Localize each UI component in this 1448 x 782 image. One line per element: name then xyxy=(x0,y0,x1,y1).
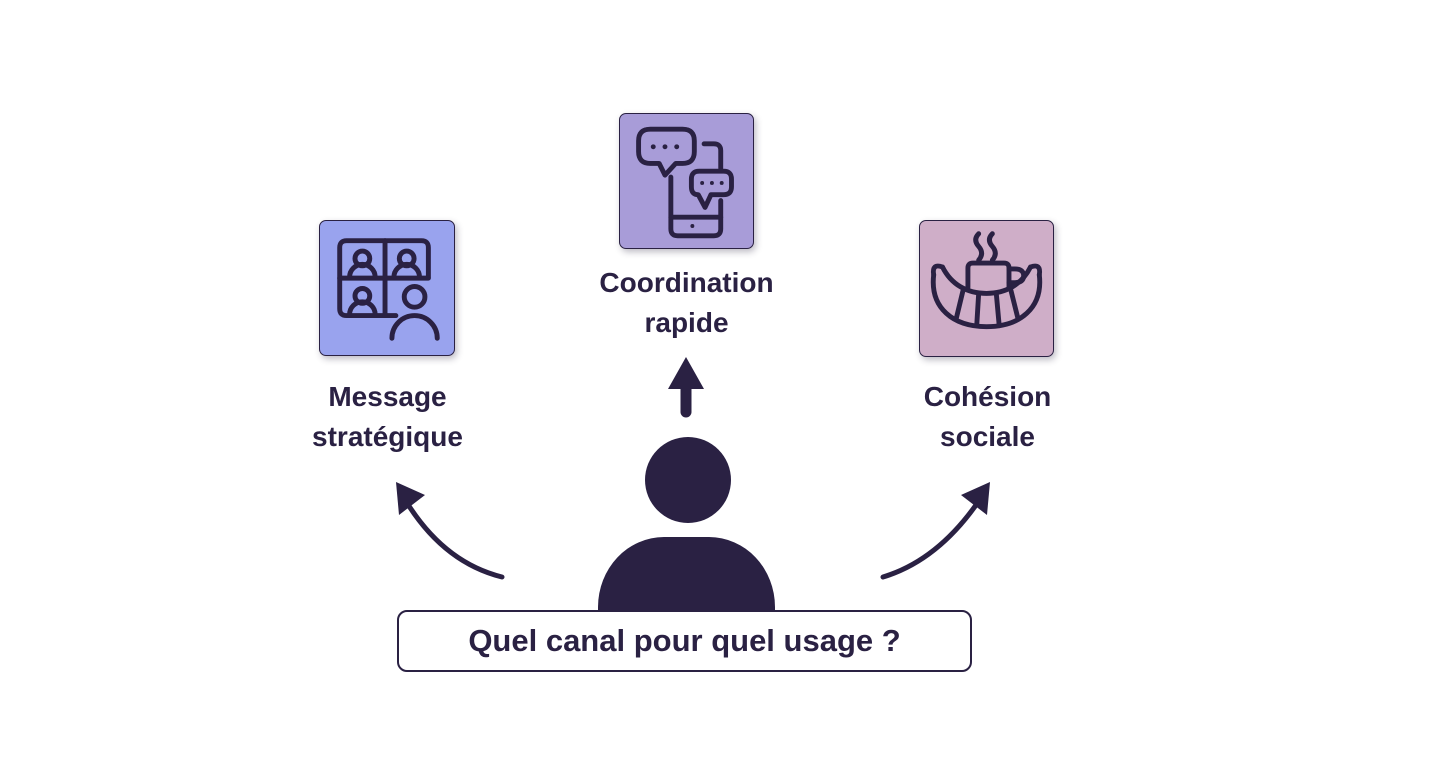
coffee-croissant-icon xyxy=(930,231,1043,330)
phone-chat-bubbles-icon xyxy=(636,126,734,239)
curved-arrow-to-social xyxy=(880,482,990,580)
question-box: Quel canal pour quel usage ? xyxy=(397,610,972,672)
tile-coordination-rapide xyxy=(619,113,754,249)
label-coordination-rapide: Coordination rapide xyxy=(599,267,774,338)
label-message-strategique: Message stratégique xyxy=(312,381,463,452)
video-call-grid-icon xyxy=(337,238,440,341)
curved-arrow-to-strategic xyxy=(396,482,505,580)
tile-message-strategique xyxy=(319,220,455,356)
label-cohesion-sociale: Cohésion sociale xyxy=(923,381,1052,452)
straight-arrow-to-coordination xyxy=(668,357,704,418)
question-text: Quel canal pour quel usage ? xyxy=(468,623,901,658)
person-body xyxy=(598,537,775,611)
tile-cohesion-sociale xyxy=(919,220,1054,357)
person-head xyxy=(645,437,731,523)
